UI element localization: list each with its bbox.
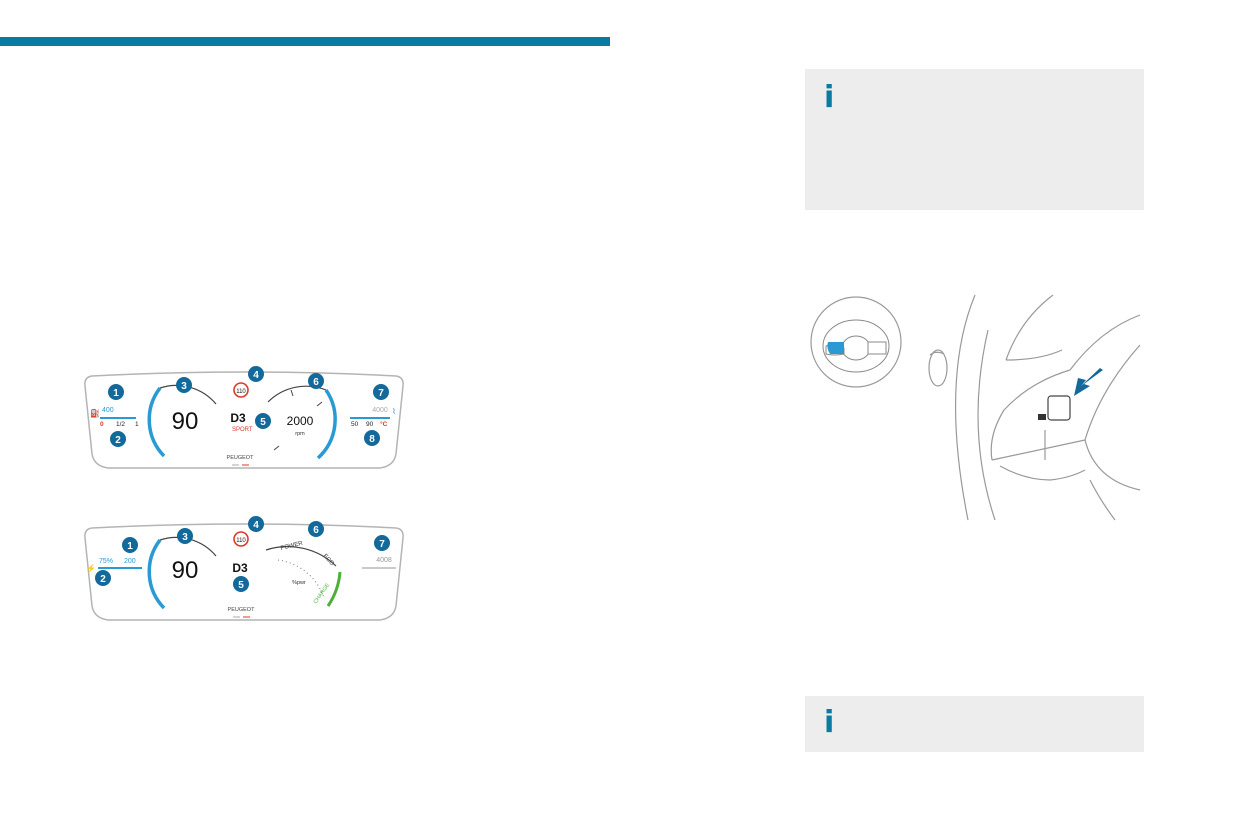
svg-text:2: 2 bbox=[115, 435, 121, 446]
section-header-bar bbox=[0, 37, 610, 46]
callout-4: 4 bbox=[248, 516, 264, 532]
temp-scale-90: 90 bbox=[366, 421, 374, 428]
temp-unit: °C bbox=[380, 420, 388, 428]
callout-1: 1 bbox=[108, 384, 124, 400]
svg-text:4: 4 bbox=[253, 520, 259, 531]
callout-5: 5 bbox=[255, 413, 271, 429]
rpm-gauge-arc-blue bbox=[316, 389, 337, 460]
svg-text:5: 5 bbox=[260, 417, 266, 428]
callout-2: 2 bbox=[110, 431, 126, 447]
battery-icon: ⚡ bbox=[86, 563, 96, 573]
battery-percent: 75% bbox=[99, 558, 113, 565]
speed-value: 90 bbox=[172, 557, 199, 584]
drive-mode: SPORT bbox=[232, 427, 253, 433]
inset-highlight bbox=[827, 342, 844, 354]
callout-7: 7 bbox=[373, 384, 389, 400]
steering-control-button bbox=[1038, 395, 1071, 421]
pointer-arrow bbox=[1074, 368, 1103, 396]
svg-text:1: 1 bbox=[127, 541, 133, 552]
speed-gauge-arc-blue bbox=[147, 538, 166, 610]
svg-text:2: 2 bbox=[100, 574, 106, 585]
svg-text:3: 3 bbox=[181, 381, 187, 392]
speed-value: 90 bbox=[172, 408, 199, 435]
callout-5: 5 bbox=[233, 576, 249, 592]
info-icon: i bbox=[824, 80, 835, 115]
svg-text:3: 3 bbox=[182, 532, 188, 543]
callout-6: 6 bbox=[308, 373, 324, 389]
steering-wheel-illustration bbox=[810, 294, 1141, 521]
callout-1: 1 bbox=[122, 537, 138, 553]
callout-8: 8 bbox=[364, 430, 380, 446]
callout-6: 6 bbox=[308, 521, 324, 537]
svg-text:6: 6 bbox=[313, 525, 319, 536]
svg-text:5: 5 bbox=[238, 580, 244, 591]
fuel-icon: ⛽ bbox=[90, 408, 100, 418]
svg-text:7: 7 bbox=[378, 388, 384, 399]
gear-indicator: D3 bbox=[230, 411, 246, 425]
odometer: 4000 bbox=[372, 407, 388, 414]
coolant-temp-icon: ⌇ bbox=[392, 407, 396, 416]
svg-text:7: 7 bbox=[379, 539, 385, 550]
callout-2: 2 bbox=[95, 570, 111, 586]
fuel-scale-half: 1/2 bbox=[116, 421, 125, 428]
speed-limit-sign bbox=[233, 382, 249, 398]
info-note-box: i bbox=[805, 69, 1144, 210]
rpm-unit: rpm bbox=[295, 431, 305, 437]
svg-text:8: 8 bbox=[369, 434, 375, 445]
rpm-value: 2000 bbox=[287, 414, 314, 428]
gear-indicator: D3 bbox=[232, 561, 248, 575]
speed-limit-value: 110 bbox=[236, 538, 246, 544]
temp-scale-50: 50 bbox=[351, 421, 359, 428]
fuel-scale-1: 1 bbox=[135, 421, 139, 428]
svg-text:4: 4 bbox=[253, 370, 259, 381]
speed-limit-value: 110 bbox=[236, 389, 246, 395]
speed-gauge-arc-blue bbox=[147, 386, 166, 458]
info-note-box-bottom: i bbox=[805, 696, 1144, 752]
brand-label: PEUGEOT bbox=[228, 607, 256, 613]
power-dotted-inner bbox=[277, 559, 325, 599]
callout-3: 3 bbox=[176, 377, 192, 393]
fuel-scale-0: 0 bbox=[100, 421, 104, 428]
fuel-range: 400 bbox=[102, 407, 114, 414]
callout-7: 7 bbox=[374, 535, 390, 551]
steering-wheel-detail bbox=[928, 294, 1141, 521]
info-icon: i bbox=[824, 705, 835, 740]
battery-range: 200 bbox=[124, 558, 136, 565]
instrument-cluster-electric: 90 ⚡ 75% 200 110 D3 PEUGEOT POWER ECO CH… bbox=[84, 516, 404, 621]
instrument-cluster-fuel: 90 ⛽ 400 0 1/2 1 110 D3 SPORT PEUGEOT 20… bbox=[84, 366, 404, 469]
steering-wheel-inset bbox=[810, 296, 902, 388]
power-label: POWER bbox=[280, 540, 304, 551]
callout-4: 4 bbox=[248, 366, 264, 382]
speed-limit-sign bbox=[233, 531, 249, 547]
power-unit: %pwr bbox=[292, 580, 306, 586]
svg-text:1: 1 bbox=[113, 388, 119, 399]
charge-gauge-arc bbox=[326, 571, 342, 607]
odometer: 4008 bbox=[376, 557, 392, 564]
brand-label: PEUGEOT bbox=[227, 455, 255, 461]
power-gauge-arc bbox=[265, 545, 337, 567]
svg-text:6: 6 bbox=[313, 377, 319, 388]
callout-3: 3 bbox=[177, 528, 193, 544]
